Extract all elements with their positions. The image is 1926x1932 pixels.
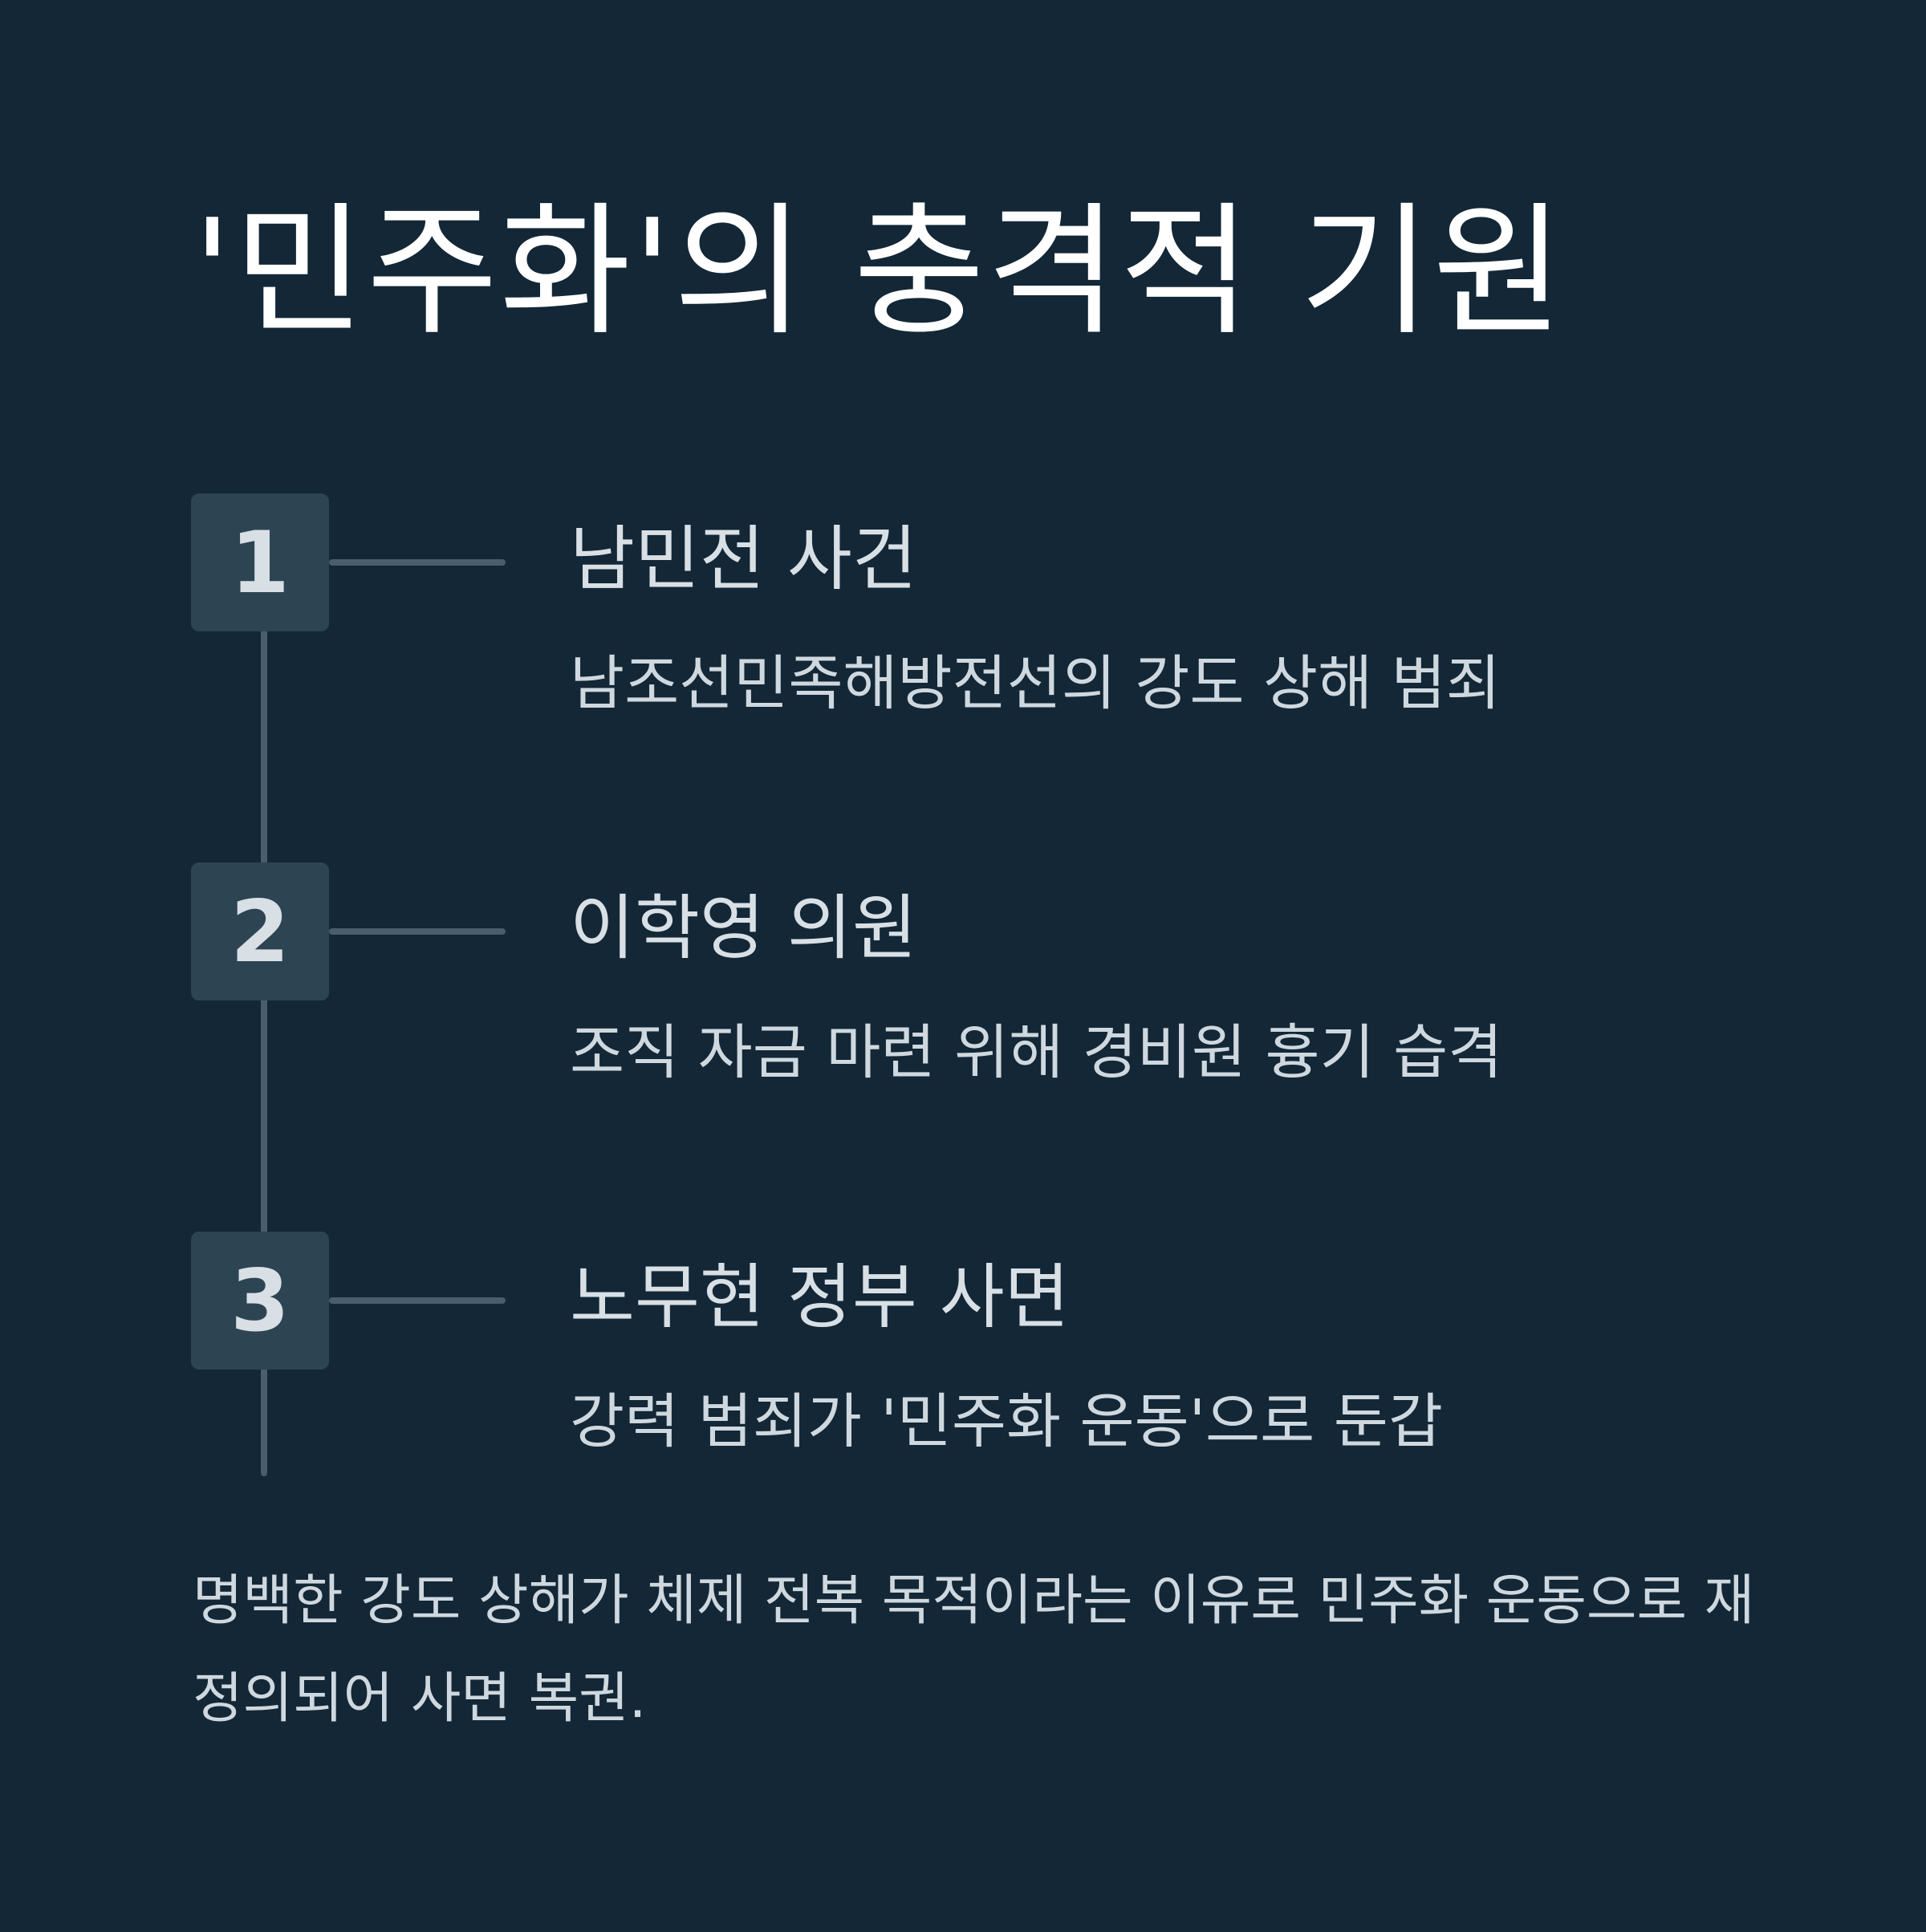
page-title: '민주화'의 충격적 기원 xyxy=(193,189,1566,355)
step-number-badge: 1 xyxy=(191,493,329,631)
step-title: 이학영 의원 xyxy=(570,887,917,969)
summary-text: 명백한 강도 상해가 체제 전복 목적이라는 이유로 민주화 운동으로 재정의되… xyxy=(193,1569,1755,1731)
step-connector-line xyxy=(329,1297,506,1304)
step-number-badge: 3 xyxy=(191,1232,329,1370)
timeline-step-1: 1 남민전 사건 남조선민족해방전선의 강도 상해 범죄 xyxy=(0,493,1926,734)
timeline-step-2: 2 이학영 의원 조직 자금 마련 위해 경비원 흉기 습격 xyxy=(0,862,1926,1103)
step-description: 조직 자금 마련 위해 경비원 흉기 습격 xyxy=(570,1018,1503,1087)
step-title: 노무현 정부 사면 xyxy=(570,1256,1070,1338)
step-connector-line xyxy=(329,928,506,935)
timeline-step-3: 3 노무현 정부 사면 강력 범죄가 '민주화 운동'으로 둔갑 xyxy=(0,1232,1926,1472)
step-description: 강력 범죄가 '민주화 운동'으로 둔갑 xyxy=(570,1387,1443,1456)
step-title: 남민전 사건 xyxy=(570,518,917,600)
timeline-vertical-line xyxy=(261,562,267,1476)
step-connector-line xyxy=(329,559,506,566)
step-description: 남조선민족해방전선의 강도 상해 범죄 xyxy=(570,649,1501,718)
step-number-badge: 2 xyxy=(191,862,329,1000)
